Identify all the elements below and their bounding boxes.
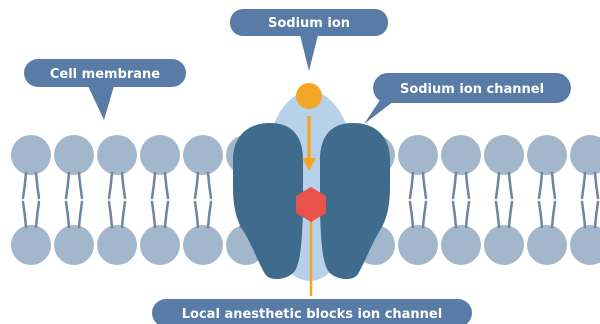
phospholipid-tail bbox=[539, 202, 542, 227]
phospholipid-head bbox=[570, 135, 600, 175]
phospholipid-tail bbox=[410, 173, 413, 198]
phospholipid-tail bbox=[595, 202, 598, 227]
cell-membrane-label: Cell membrane bbox=[50, 67, 160, 82]
phospholipid-tail bbox=[496, 202, 499, 227]
phospholipid-tail bbox=[423, 202, 426, 227]
phospholipid-head bbox=[140, 225, 180, 265]
phospholipid-head bbox=[54, 225, 94, 265]
phospholipid-head bbox=[527, 135, 567, 175]
phospholipid-head bbox=[11, 135, 51, 175]
phospholipid-tail bbox=[122, 173, 125, 198]
phospholipid-tail bbox=[79, 173, 82, 198]
phospholipid-head bbox=[484, 135, 524, 175]
sodium-ion-channel-callout: Sodium ion channel bbox=[364, 73, 571, 124]
phospholipid-head bbox=[570, 225, 600, 265]
cell-membrane-callout: Cell membrane bbox=[24, 59, 186, 120]
phospholipid-head bbox=[398, 225, 438, 265]
phospholipid-tail bbox=[195, 202, 198, 227]
phospholipid-head bbox=[527, 225, 567, 265]
phospholipid-head bbox=[441, 225, 481, 265]
phospholipid-tail bbox=[453, 202, 456, 227]
phospholipid-tail bbox=[595, 173, 598, 198]
phospholipid-tail bbox=[195, 173, 198, 198]
phospholipid-tail bbox=[23, 202, 26, 227]
phospholipid-head bbox=[11, 225, 51, 265]
phospholipid-tail bbox=[423, 173, 426, 198]
phospholipid-head bbox=[183, 225, 223, 265]
phospholipid-head bbox=[140, 135, 180, 175]
phospholipid-head bbox=[484, 225, 524, 265]
phospholipid-tail bbox=[582, 202, 585, 227]
phospholipid-tail bbox=[453, 173, 456, 198]
phospholipid-tail bbox=[165, 173, 168, 198]
sodium-ion-channel-label: Sodium ion channel bbox=[400, 82, 544, 97]
local-anesthetic-callout: Local anesthetic blocks ion channel bbox=[152, 299, 472, 324]
phospholipid-tail bbox=[539, 173, 542, 198]
phospholipid-tail bbox=[509, 173, 512, 198]
phospholipid-tail bbox=[509, 202, 512, 227]
local-anesthetic-label: Local anesthetic blocks ion channel bbox=[182, 307, 442, 322]
phospholipid-tail bbox=[582, 173, 585, 198]
phospholipid-tail bbox=[66, 202, 69, 227]
sodium-ion-callout: Sodium ion bbox=[230, 9, 388, 71]
phospholipid-tail bbox=[165, 202, 168, 227]
phospholipid-tail bbox=[208, 202, 211, 227]
phospholipid-tail bbox=[208, 173, 211, 198]
phospholipid-head bbox=[441, 135, 481, 175]
phospholipid-head bbox=[398, 135, 438, 175]
phospholipid-tail bbox=[109, 202, 112, 227]
phospholipid-head bbox=[97, 135, 137, 175]
phospholipid-tail bbox=[466, 173, 469, 198]
phospholipid-tail bbox=[109, 173, 112, 198]
phospholipid-tail bbox=[410, 202, 413, 227]
phospholipid-head bbox=[54, 135, 94, 175]
phospholipid-head bbox=[183, 135, 223, 175]
phospholipid-tail bbox=[552, 173, 555, 198]
sodium-ion-icon bbox=[296, 83, 322, 109]
phospholipid-tail bbox=[552, 202, 555, 227]
phospholipid-tail bbox=[79, 202, 82, 227]
phospholipid-tail bbox=[66, 173, 69, 198]
phospholipid-tail bbox=[152, 173, 155, 198]
phospholipid-tail bbox=[23, 173, 26, 198]
phospholipid-head bbox=[97, 225, 137, 265]
phospholipid-tail bbox=[466, 202, 469, 227]
phospholipid-tail bbox=[496, 173, 499, 198]
phospholipid-tail bbox=[122, 202, 125, 227]
phospholipid-tail bbox=[36, 173, 39, 198]
phospholipid-tail bbox=[152, 202, 155, 227]
sodium-ion-label: Sodium ion bbox=[268, 16, 350, 31]
phospholipid-tail bbox=[36, 202, 39, 227]
